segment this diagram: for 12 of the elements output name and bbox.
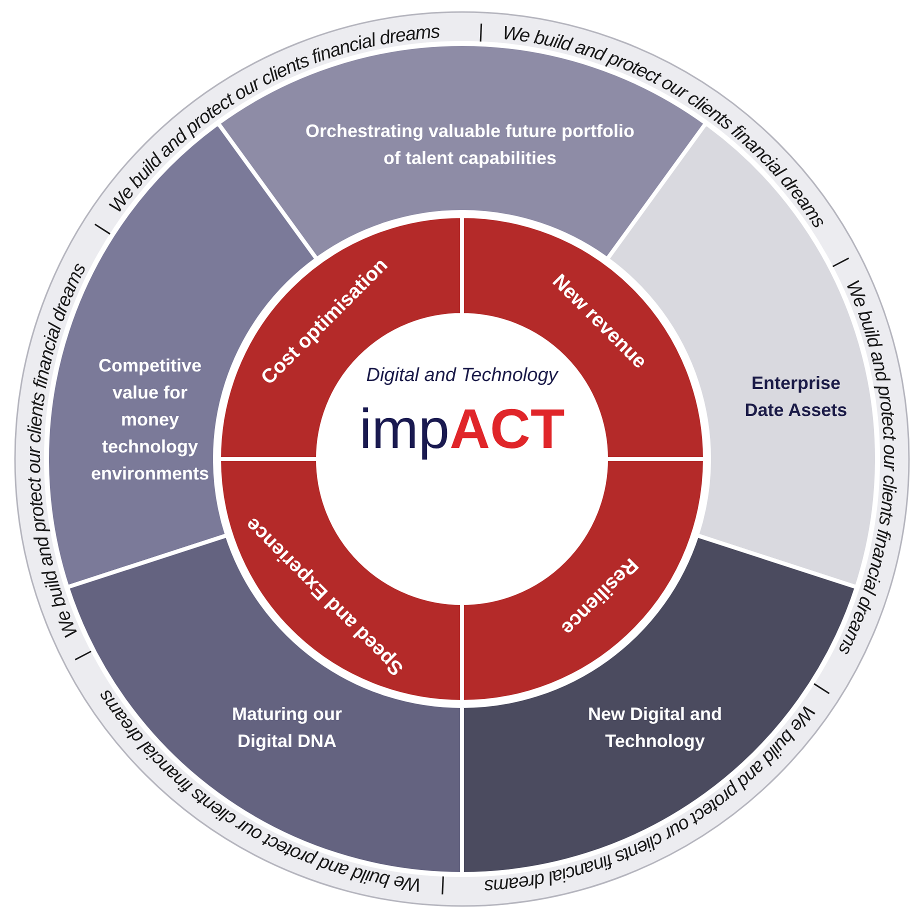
- subtitle: Digital and Technology: [366, 365, 558, 387]
- separator: |: [830, 254, 852, 269]
- separator: |: [812, 681, 833, 697]
- separator: |: [72, 649, 94, 664]
- sector-label: Maturing our Digital DNA: [231, 703, 343, 753]
- sector-label: Enterprise Date Assets: [744, 372, 848, 422]
- separator: |: [478, 21, 484, 42]
- separator: |: [440, 875, 446, 897]
- sector-label: Orchestrating valuable future portfolio of talent capabilities: [305, 120, 635, 170]
- separator: |: [92, 221, 112, 237]
- sector-label: Competitive value for money technology environments: [90, 354, 210, 486]
- sector-label: New Digital and Technology: [586, 703, 723, 753]
